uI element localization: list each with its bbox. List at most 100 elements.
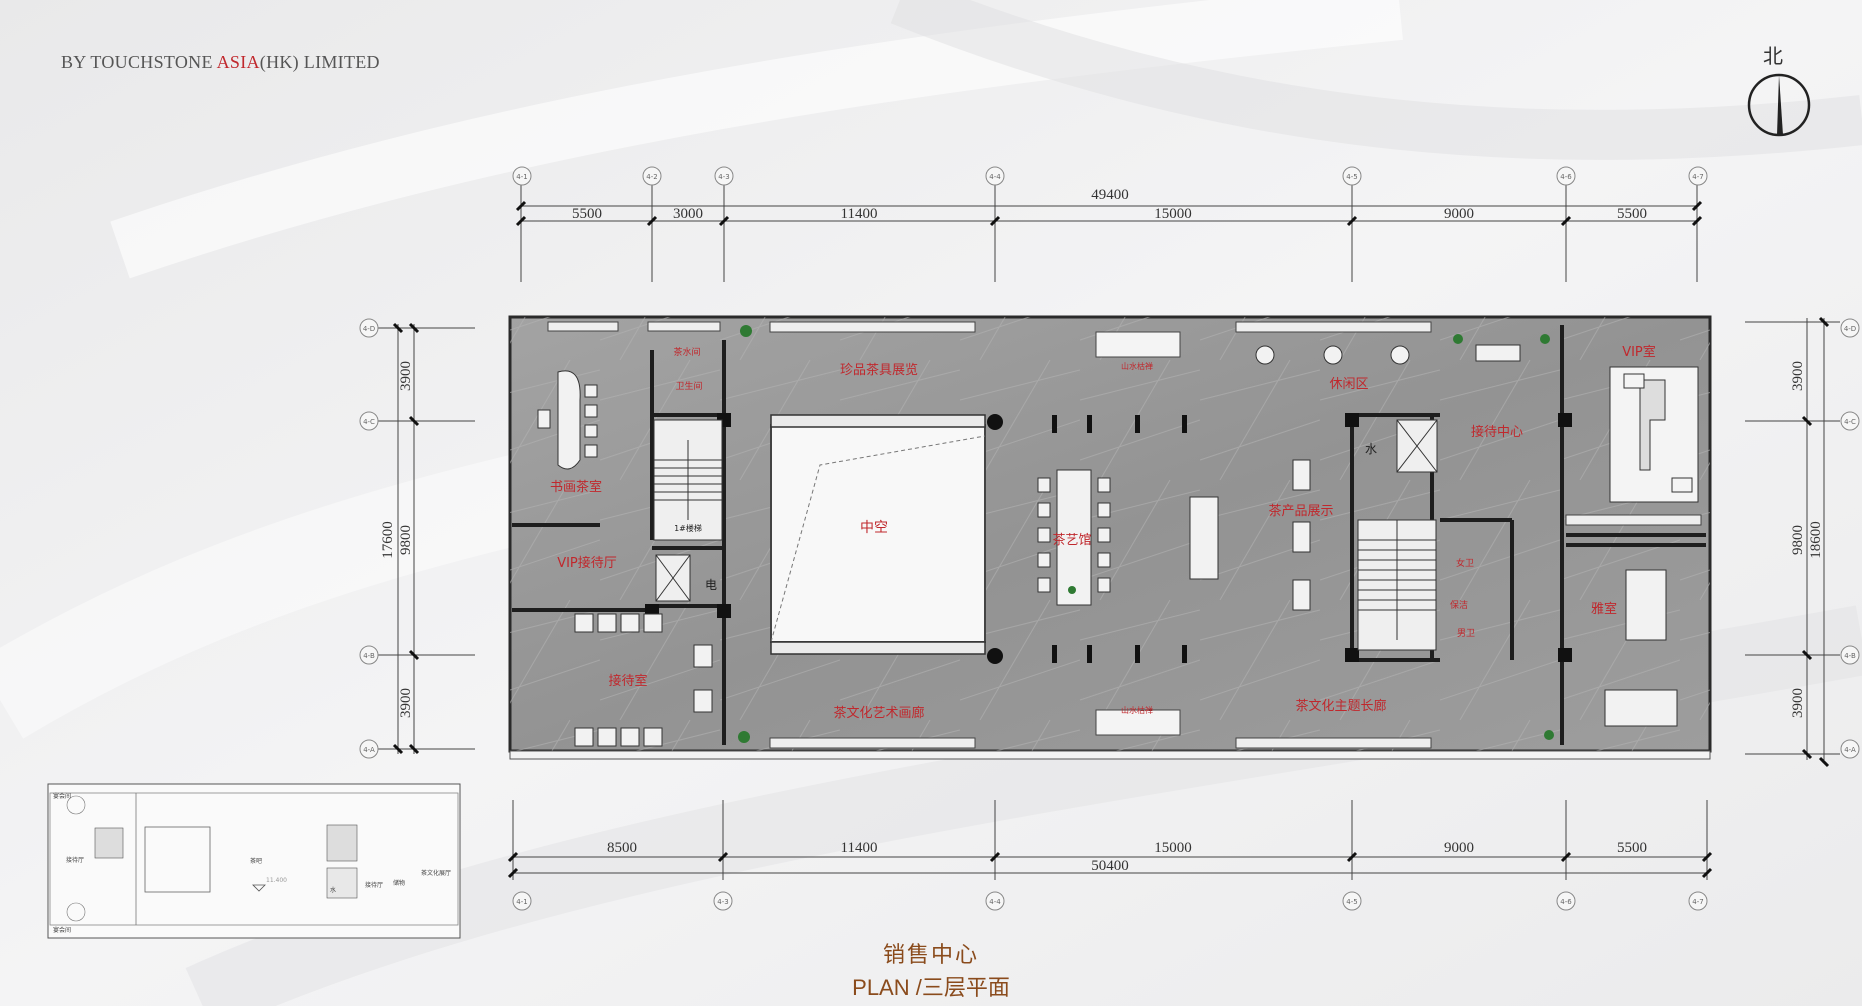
bottom-dimension-ticks	[507, 851, 1713, 879]
left-dimension-lines	[370, 324, 475, 754]
grid-tag-bottom: 4-1	[516, 898, 527, 906]
brand-prefix: BY TOUCHSTONE	[61, 52, 217, 72]
room-label-male-wc: 男卫	[1457, 628, 1475, 639]
walls	[512, 325, 1706, 745]
key-plan-label: 接待厅	[66, 856, 84, 864]
grid-tag-top: 4-6	[1560, 173, 1572, 181]
room-label-restroom: 卫生间	[675, 380, 702, 392]
room-label-atrium: 中空	[860, 520, 888, 536]
leisure-lounge-chairs	[1255, 344, 1521, 365]
drawing-title-en: PLAN /三层平面	[852, 975, 1010, 1000]
perimeter-cabinets	[547, 321, 1702, 749]
grid-tag-bottom: 4-6	[1560, 898, 1572, 906]
grid-tag-bottom: 4-4	[989, 898, 1001, 906]
dim-top-seg: 5500	[572, 206, 602, 222]
grid-tag-top: 4-7	[1692, 173, 1703, 181]
grid-tag-circles	[359, 166, 1860, 911]
grid-tag-left: 4-C	[363, 418, 375, 426]
room-label-reception-room: 接待室	[608, 673, 647, 689]
dim-right-total: 18600	[1808, 521, 1824, 559]
dim-bottom-seg: 9000	[1444, 840, 1474, 856]
grid-tag-left: 4-B	[363, 652, 375, 660]
dim-bottom-seg: 5500	[1617, 840, 1647, 856]
room-label-vip-reception: VIP接待厅	[557, 555, 617, 571]
grid-tag-right: 4-D	[1844, 325, 1856, 333]
grid-tag-right: 4-B	[1844, 652, 1856, 660]
stair-core-right	[1357, 419, 1438, 651]
dim-bottom-seg: 15000	[1154, 840, 1192, 856]
water-label: 水	[1365, 442, 1377, 456]
key-plan-label: 宴会间	[53, 926, 71, 934]
dim-right-seg: 9800	[1790, 525, 1806, 555]
room-label-leisure: 休闲区	[1329, 377, 1368, 392]
dim-left-total: 17600	[380, 521, 396, 559]
dim-top-total: 49400	[1091, 187, 1129, 203]
landscape-beds	[1095, 331, 1181, 736]
grid-tag-right: 4-A	[1844, 746, 1856, 754]
grid-tag-top: 4-1	[516, 173, 527, 181]
grid-tag-top: 4-3	[718, 173, 729, 181]
dim-top-seg: 11400	[841, 206, 878, 222]
grid-tag-left: 4-A	[363, 746, 375, 754]
room-label-product-display: 茶产品展示	[1268, 503, 1333, 519]
brand-suffix: (HK) LIMITED	[259, 52, 380, 72]
planter-icons	[738, 325, 1554, 743]
drawing-title-cn: 销售中心	[882, 943, 979, 968]
dim-bottom-seg: 11400	[841, 840, 878, 856]
grid-tag-bottom: 4-3	[717, 898, 728, 906]
stair-label: 1#楼梯	[674, 523, 702, 533]
dim-right-seg: 3900	[1790, 361, 1806, 391]
dim-top-seg: 3000	[673, 206, 703, 222]
elegant-room-table	[1604, 569, 1678, 727]
bottom-dimension-lines	[512, 800, 1708, 880]
room-label-theme-corridor: 茶文化主题长廊	[1295, 698, 1386, 714]
north-arrow-icon	[1747, 73, 1811, 137]
key-plan: 宴会间 接待厅 宴会间 茶吧 接待厅 储物 茶文化展厅 水 11.400	[47, 783, 461, 939]
stair-core-left	[653, 419, 723, 602]
grid-tag-bottom: 4-5	[1346, 898, 1357, 906]
dim-left-seg: 3900	[398, 361, 414, 391]
vip-room-furniture	[1609, 366, 1699, 503]
brand-accent: ASIA	[216, 52, 260, 72]
grid-tag-top: 4-2	[646, 173, 657, 181]
dim-right-seg: 3900	[1790, 688, 1806, 718]
dim-top-seg: 9000	[1444, 206, 1474, 222]
reception-seating	[574, 613, 713, 747]
dim-top-seg: 5500	[1617, 206, 1647, 222]
atrium-void	[770, 414, 1003, 664]
dim-bottom-seg: 8500	[607, 840, 637, 856]
grid-tag-top: 4-4	[989, 173, 1001, 181]
tea-art-table	[1037, 469, 1111, 606]
key-plan-label: 水	[330, 886, 336, 894]
top-dimension-lines	[520, 182, 1698, 282]
room-label-landscape-top: 山水枯禅	[1121, 361, 1153, 371]
top-dimension-ticks	[515, 200, 1703, 227]
elec-label: 电	[705, 578, 717, 592]
key-plan-level: 11.400	[266, 877, 287, 884]
room-label-tea-water-room: 茶水间	[673, 346, 700, 358]
dim-left-seg: 9800	[398, 525, 414, 555]
key-plan-label: 储物	[393, 879, 405, 887]
room-label-vip-room: VIP室	[1622, 344, 1656, 360]
room-label-cleaning: 保洁	[1450, 599, 1468, 611]
key-plan-label: 茶吧	[250, 857, 262, 865]
room-label-female-wc: 女卫	[1456, 557, 1474, 569]
right-dimension-ticks	[1801, 316, 1830, 768]
room-label-tea-art: 茶艺馆	[1052, 532, 1091, 548]
dim-left-seg: 3900	[398, 688, 414, 718]
room-label-reception-center: 接待中心	[1471, 424, 1523, 440]
brand-line: BY TOUCHSTONE ASIA(HK) LIMITED	[61, 52, 380, 73]
key-plan-label: 茶文化展厅	[421, 869, 451, 877]
room-label-landscape-bottom: 山水枯禅	[1121, 705, 1153, 715]
room-label-book-tea-room: 书画茶室	[550, 479, 602, 495]
room-label-elegant-room: 雅室	[1591, 601, 1617, 617]
dim-bottom-total: 50400	[1091, 858, 1129, 874]
north-label: 北	[1763, 44, 1783, 68]
left-dimension-ticks	[392, 322, 420, 755]
grid-tag-top: 4-5	[1346, 173, 1357, 181]
grid-tag-left: 4-D	[363, 325, 375, 333]
dim-top-seg: 15000	[1154, 206, 1192, 222]
room-label-treasure-display: 珍品茶具展览	[840, 362, 918, 378]
key-plan-label: 接待厅	[365, 881, 383, 889]
